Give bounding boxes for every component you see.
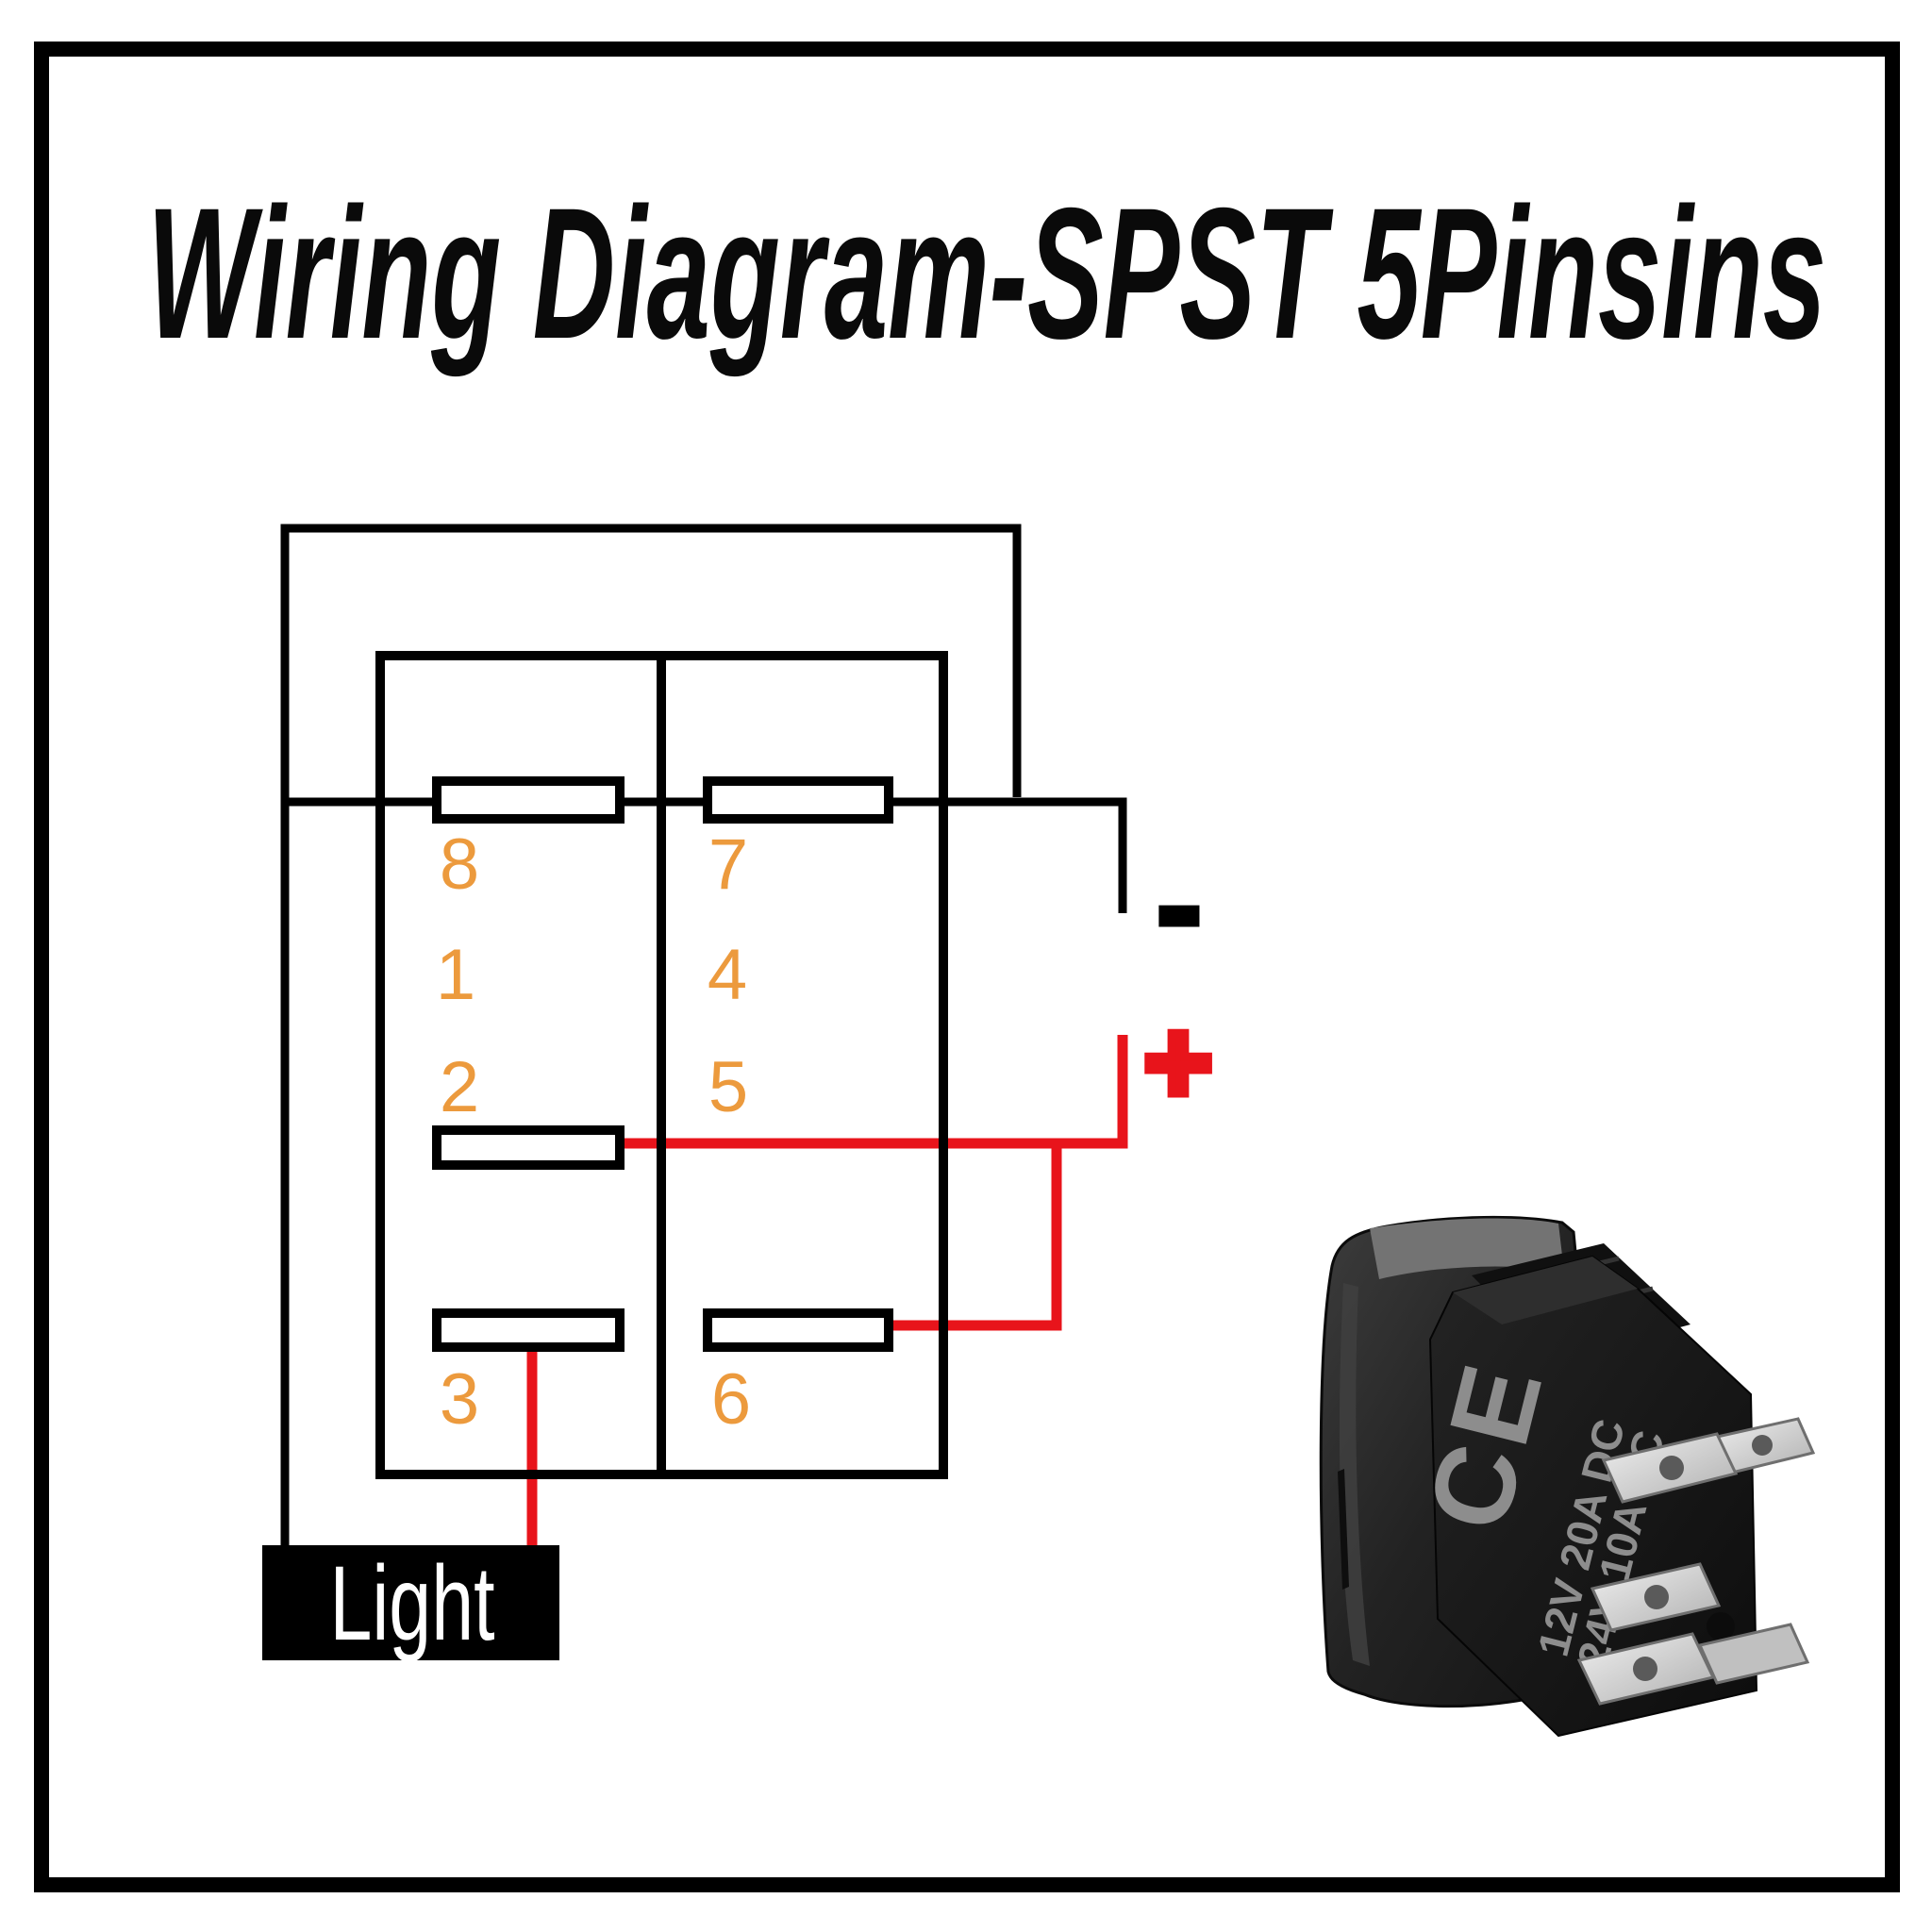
switch-flange-vent — [1338, 1469, 1349, 1590]
terminal-box-3 — [432, 1308, 625, 1352]
positive-wire-branch — [891, 1143, 1062, 1331]
switch-terminal-hole — [1752, 1435, 1773, 1456]
terminal-label-3: 3 — [440, 1359, 479, 1440]
terminal-box-2 — [432, 1125, 625, 1170]
switch-terminal-hole — [1659, 1456, 1684, 1480]
terminal-label-2: 2 — [440, 1047, 479, 1127]
terminal-label-1: 1 — [436, 935, 475, 1015]
light-box — [262, 1545, 559, 1660]
switch-rocker-top-face — [1370, 1218, 1564, 1279]
wiring-schematic: 8 1 2 3 7 4 5 6 - + Light — [262, 524, 1217, 1662]
terminal-label-6: 6 — [711, 1359, 751, 1440]
positive-wire — [623, 1035, 1128, 1149]
terminal-label-5: 5 — [708, 1047, 748, 1127]
outer-frame — [34, 42, 1900, 1892]
terminal-label-4: 4 — [708, 935, 747, 1015]
switch-terminal-hole — [1644, 1585, 1669, 1609]
light-label: Light — [330, 1544, 495, 1662]
rocker-switch-photo: CE 12V 20A DC 24V 10A DC — [1319, 1215, 1816, 1738]
terminal-box-8 — [432, 776, 625, 824]
terminal-box-7 — [703, 776, 893, 824]
terminal-box-6 — [703, 1308, 893, 1352]
black-wire-loop — [280, 524, 1022, 1557]
minus-icon: - — [1156, 824, 1203, 983]
switch-body-top-edge — [1453, 1257, 1638, 1324]
switch-locator-peg — [1707, 1612, 1735, 1641]
plus-icon: + — [1144, 997, 1213, 1128]
page-title: Wiring Diagram-SPST 5Pinsins — [147, 169, 1826, 377]
terminal-label-8: 8 — [440, 824, 479, 905]
switch-terminal-hole — [1633, 1657, 1657, 1681]
switch-terminal-spade — [1697, 1623, 1810, 1685]
terminal-label-7: 7 — [708, 824, 748, 905]
